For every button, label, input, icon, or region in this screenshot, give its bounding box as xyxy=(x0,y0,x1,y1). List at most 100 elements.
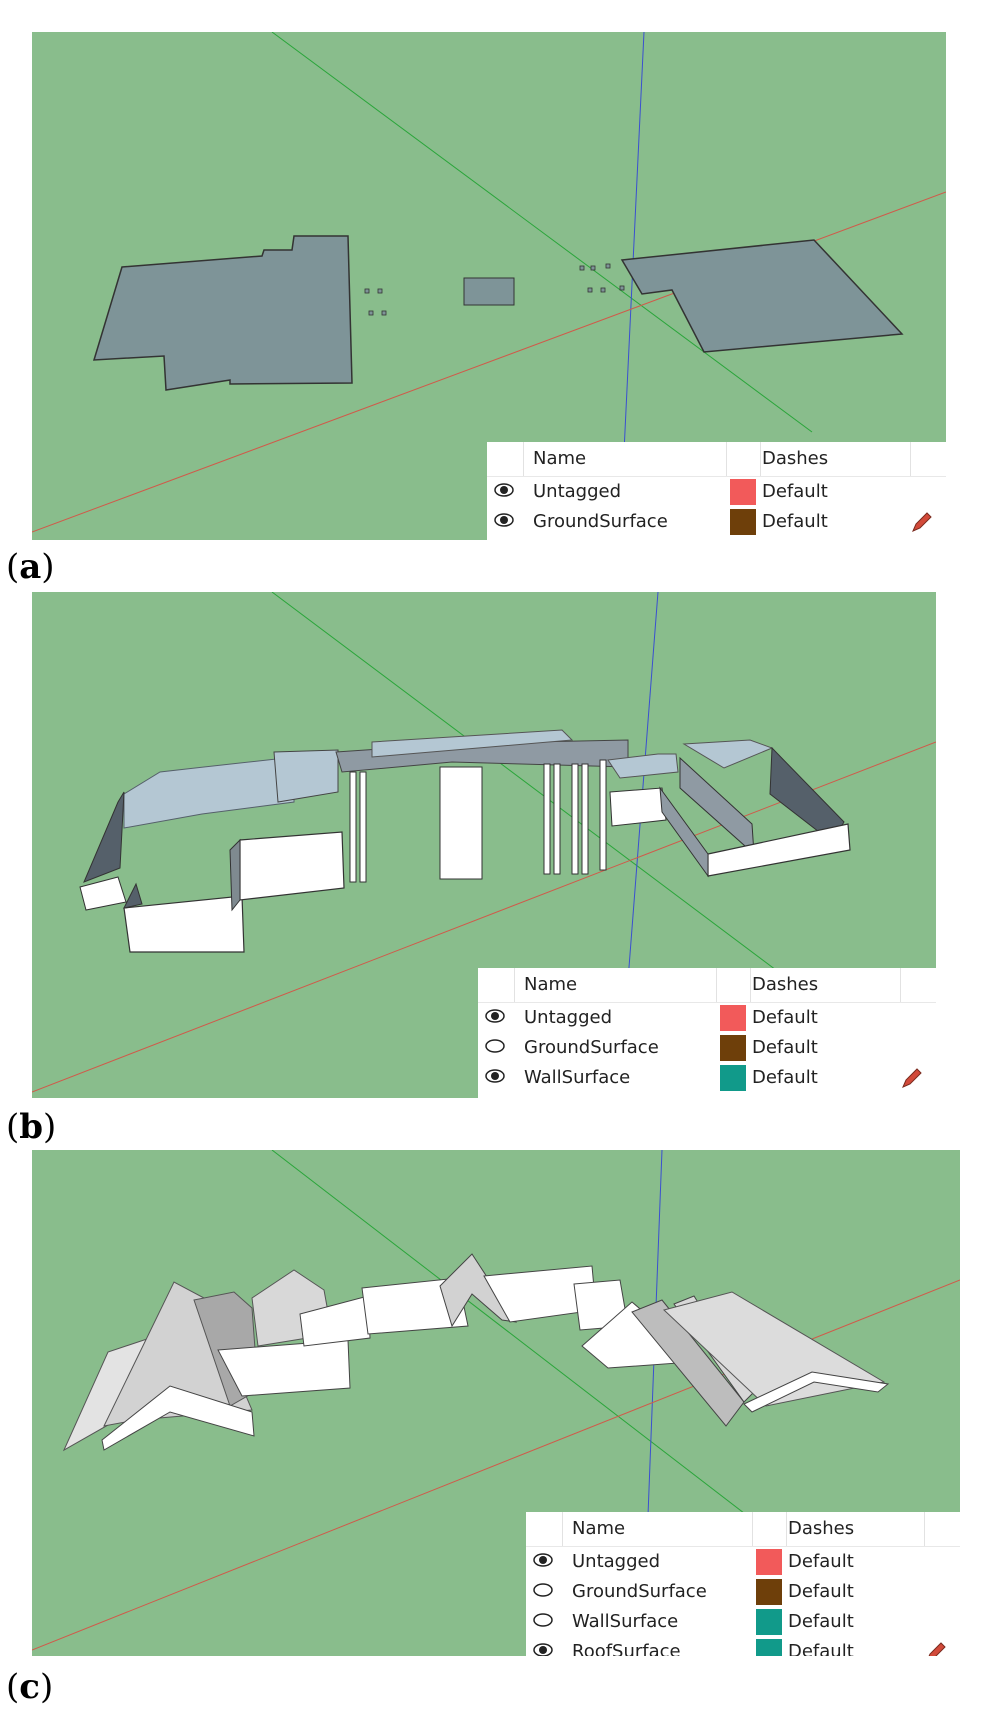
eye-closed-icon[interactable] xyxy=(532,1612,554,1628)
roof-center-a xyxy=(299,1295,371,1347)
wall-pillar-center xyxy=(439,766,483,880)
tag-dashes[interactable]: Default xyxy=(752,1067,818,1088)
column-header-dashes[interactable]: Dashes xyxy=(752,974,819,995)
column-divider[interactable] xyxy=(523,442,524,476)
roof-left-e xyxy=(217,1339,351,1397)
tag-color-swatch[interactable] xyxy=(756,1549,782,1575)
tag-name: WallSurface xyxy=(572,1611,679,1632)
model-scene-c xyxy=(32,1150,960,1651)
blue-axis xyxy=(623,32,645,453)
column-divider[interactable] xyxy=(750,968,751,1002)
tag-color-swatch[interactable] xyxy=(756,1579,782,1605)
pencil-icon[interactable] xyxy=(900,1066,924,1090)
ground-surface-left xyxy=(92,235,353,391)
wall-dark-left xyxy=(83,791,125,883)
tag-name: Untagged xyxy=(524,1007,613,1028)
tag-dashes[interactable]: Default xyxy=(788,1611,854,1632)
tag-row[interactable]: WallSurface Default xyxy=(478,1063,936,1093)
wall-left-c xyxy=(123,882,143,909)
tag-row[interactable]: GroundSurface Default xyxy=(526,1577,960,1607)
green-axis xyxy=(271,32,813,433)
tag-color-swatch[interactable] xyxy=(730,479,756,505)
column-divider[interactable] xyxy=(900,968,901,1002)
column-divider[interactable] xyxy=(910,442,911,476)
tag-row[interactable]: GroundSurface Default xyxy=(478,1033,936,1063)
wall-right-block-top xyxy=(682,739,774,769)
eye-closed-icon[interactable] xyxy=(532,1582,554,1598)
tags-header: Name Dashes xyxy=(526,1512,960,1547)
pencil-icon[interactable] xyxy=(924,1640,948,1656)
column-header-name[interactable]: Name xyxy=(533,448,587,469)
column-divider[interactable] xyxy=(752,1512,753,1546)
tag-name: Untagged xyxy=(533,481,622,502)
tag-dashes[interactable]: Default xyxy=(752,1037,818,1058)
column-header-name[interactable]: Name xyxy=(524,974,578,995)
tag-color-swatch[interactable] xyxy=(720,1065,746,1091)
tag-name: RoofSurface xyxy=(572,1641,681,1656)
wall-right-front-b xyxy=(659,786,709,878)
tag-color-swatch[interactable] xyxy=(730,509,756,535)
tag-color-swatch[interactable] xyxy=(720,1035,746,1061)
wall-left-a xyxy=(79,876,127,911)
wall-top-left xyxy=(123,756,295,829)
column-divider[interactable] xyxy=(562,1512,563,1546)
column-divider[interactable] xyxy=(726,442,727,476)
tag-name: GroundSurface xyxy=(533,511,668,532)
column-header-dashes[interactable]: Dashes xyxy=(788,1518,855,1539)
wall-columns xyxy=(349,759,607,883)
tag-row[interactable]: Untagged Default xyxy=(478,1003,936,1033)
tag-name: GroundSurface xyxy=(572,1581,707,1602)
column-divider[interactable] xyxy=(786,1512,787,1546)
roof-right-gable xyxy=(743,1371,890,1413)
column-header-name[interactable]: Name xyxy=(572,1518,626,1539)
tag-row[interactable]: Untagged Default xyxy=(487,477,946,507)
tag-name: Untagged xyxy=(572,1551,661,1572)
tag-name: GroundSurface xyxy=(524,1037,659,1058)
tag-row[interactable]: WallSurface Default xyxy=(526,1607,960,1637)
eye-icon[interactable] xyxy=(493,482,515,498)
eye-icon[interactable] xyxy=(532,1642,554,1656)
tag-row[interactable]: GroundSurface Default xyxy=(487,507,946,537)
roof-left-gable xyxy=(101,1385,255,1451)
column-divider[interactable] xyxy=(716,968,717,1002)
eye-icon[interactable] xyxy=(532,1552,554,1568)
ground-surface-small xyxy=(463,277,515,306)
tag-color-swatch[interactable] xyxy=(756,1609,782,1635)
tag-color-swatch[interactable] xyxy=(756,1639,782,1656)
tag-dashes[interactable]: Default xyxy=(762,511,828,532)
model-scene-b xyxy=(32,592,936,1093)
wall-left-b xyxy=(123,895,245,953)
tag-dashes[interactable]: Default xyxy=(788,1641,854,1656)
column-divider[interactable] xyxy=(924,1512,925,1546)
column-header-dashes[interactable]: Dashes xyxy=(762,448,829,469)
tag-color-swatch[interactable] xyxy=(720,1005,746,1031)
eye-icon[interactable] xyxy=(493,512,515,528)
column-divider[interactable] xyxy=(514,968,515,1002)
post-footprints xyxy=(364,263,625,316)
tag-row[interactable]: RoofSurface Default xyxy=(526,1637,960,1656)
eye-icon[interactable] xyxy=(484,1068,506,1084)
ground-surface-right xyxy=(620,239,904,353)
pencil-icon[interactable] xyxy=(910,510,934,534)
model-scene-a xyxy=(32,32,946,533)
tag-dashes[interactable]: Default xyxy=(788,1551,854,1572)
tag-dashes[interactable]: Default xyxy=(762,481,828,502)
caption-a: (a) xyxy=(6,547,55,587)
eye-icon[interactable] xyxy=(484,1008,506,1024)
tag-row[interactable]: Untagged Default xyxy=(526,1547,960,1577)
tag-dashes[interactable]: Default xyxy=(788,1581,854,1602)
eye-closed-icon[interactable] xyxy=(484,1038,506,1054)
tag-dashes[interactable]: Default xyxy=(752,1007,818,1028)
tags-header: Name Dashes xyxy=(478,968,936,1003)
wall-left-d-side xyxy=(229,838,241,912)
tag-name: WallSurface xyxy=(524,1067,631,1088)
wall-block-left xyxy=(273,749,339,803)
green-axis xyxy=(271,592,833,1013)
column-divider[interactable] xyxy=(760,442,761,476)
